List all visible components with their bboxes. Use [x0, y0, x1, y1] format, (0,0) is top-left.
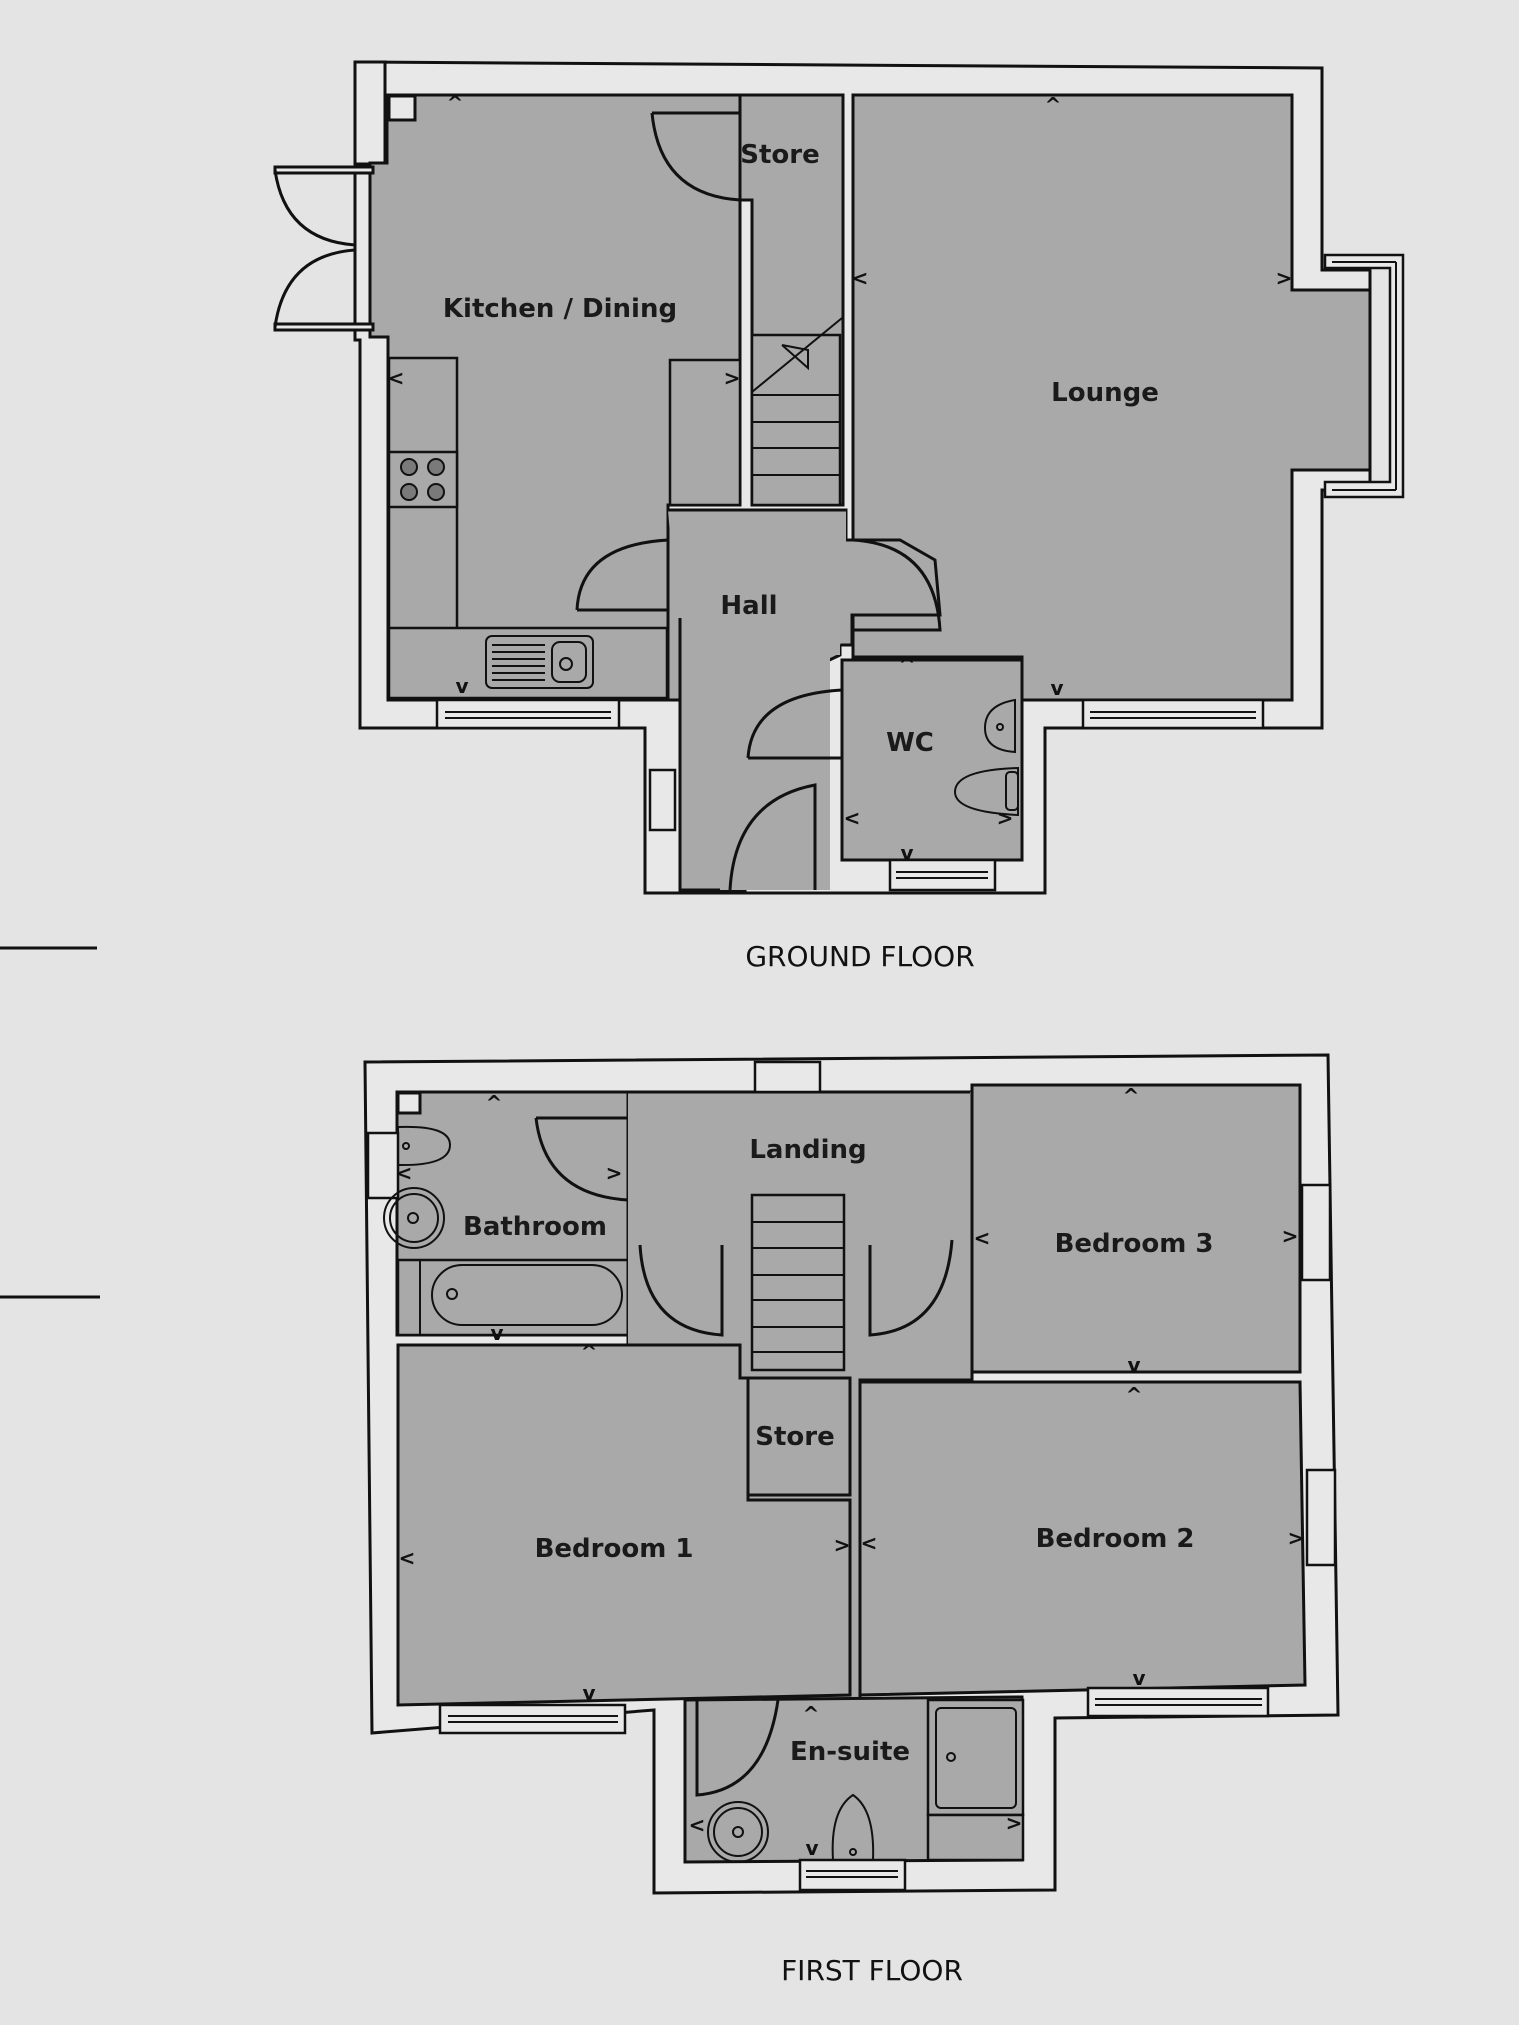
svg-text:>: > — [1006, 1811, 1023, 1835]
lounge-door-swing — [852, 538, 942, 632]
store-door-swing — [650, 111, 741, 202]
svg-text:>: > — [1276, 266, 1293, 290]
bath-toilet-icon — [397, 1125, 452, 1167]
first-floor-plan: ^ ^ ^ ^ ^ v v v v v < < < < < > > > > > … — [363, 1053, 1340, 1987]
wc-toilet-icon — [953, 766, 1019, 817]
svg-text:v: v — [455, 674, 468, 698]
svg-text:<: < — [861, 1531, 878, 1555]
worktop-bottom — [387, 626, 669, 700]
svg-text:^: ^ — [1126, 1383, 1143, 1407]
label-bedroom-1: Bedroom 1 — [535, 1534, 694, 1564]
svg-text:^: ^ — [486, 1091, 503, 1115]
ensuite-window — [798, 1858, 907, 1892]
kitchen-unit-right — [668, 358, 742, 507]
ground-stairs — [750, 317, 843, 507]
svg-text:^: ^ — [1045, 93, 1062, 117]
bedroom2-window-side — [1305, 1468, 1337, 1567]
svg-text:>: > — [997, 806, 1014, 830]
svg-text:^: ^ — [1123, 1084, 1140, 1108]
svg-text:>: > — [1288, 1526, 1305, 1550]
ensuite-toilet-icon — [831, 1793, 875, 1861]
svg-text:<: < — [974, 1226, 991, 1250]
front-door[interactable] — [728, 783, 817, 891]
shower-tray-icon — [926, 1698, 1025, 1862]
svg-text:v: v — [490, 1321, 503, 1345]
svg-text:v: v — [805, 1836, 818, 1860]
svg-text:<: < — [844, 806, 861, 830]
svg-text:v: v — [1127, 1353, 1140, 1377]
room-bedroom-3 — [970, 1083, 1302, 1374]
svg-text:<: < — [396, 1161, 413, 1185]
ensuite-basin-icon — [707, 1801, 769, 1863]
svg-text:<: < — [852, 266, 869, 290]
kitchen-window — [435, 698, 621, 730]
svg-text:v: v — [900, 841, 913, 865]
hob — [387, 450, 459, 509]
room-lounge — [851, 93, 1372, 702]
hob-burners-icon — [400, 458, 445, 501]
label-wc: WC — [886, 728, 934, 758]
label-landing: Landing — [749, 1135, 866, 1165]
room-wc — [840, 658, 1024, 862]
bedroom2-window — [1086, 1686, 1270, 1718]
bedroom3-window — [1300, 1183, 1332, 1282]
label-lounge: Lounge — [1051, 378, 1159, 408]
room-bedroom-2 — [858, 1380, 1307, 1697]
wc-door-swing — [746, 688, 843, 760]
label-en-suite: En-suite — [790, 1737, 910, 1767]
first-stairs — [750, 1193, 846, 1372]
label-store-first: Store — [755, 1422, 834, 1452]
svg-text:<: < — [388, 366, 405, 390]
bedroom1-window — [438, 1703, 627, 1735]
bed1-door-swing — [638, 1244, 724, 1337]
svg-text:>: > — [724, 366, 741, 390]
svg-text:v: v — [1050, 676, 1063, 700]
french-doors[interactable] — [273, 165, 375, 332]
wc-window — [888, 858, 997, 892]
label-kitchen-dining: Kitchen / Dining — [443, 294, 677, 324]
ensuite-door-swing — [695, 1699, 780, 1797]
room-bedroom-1 — [396, 1343, 852, 1707]
ground-floor-plan: ^ ^ ^ v v v < < < > > > Kitchen / Dining… — [273, 60, 1405, 973]
landing-window — [753, 1060, 822, 1094]
hall-side-window — [648, 768, 677, 832]
label-bedroom-2: Bedroom 2 — [1036, 1524, 1195, 1554]
sink-icon — [485, 635, 594, 689]
bathroom-door-swing — [534, 1116, 629, 1202]
bath-basin-icon — [383, 1187, 445, 1249]
marker-up: ^ — [447, 91, 464, 115]
label-bedroom-3: Bedroom 3 — [1055, 1229, 1214, 1259]
bathtub-icon — [396, 1258, 630, 1337]
svg-text:v: v — [1132, 1666, 1145, 1690]
svg-text:>: > — [606, 1161, 623, 1185]
label-bathroom: Bathroom — [463, 1212, 607, 1242]
svg-text:^: ^ — [899, 653, 916, 677]
svg-text:^: ^ — [803, 1702, 820, 1726]
first-floor-title: FIRST FLOOR — [781, 1954, 963, 1987]
svg-text:v: v — [582, 1681, 595, 1705]
kitchen-door-swing — [575, 538, 669, 612]
ground-floor-title: GROUND FLOOR — [745, 940, 974, 973]
wc-basin-icon — [983, 698, 1016, 754]
bathroom-window — [366, 1131, 400, 1200]
svg-text:<: < — [689, 1813, 706, 1837]
lounge-bay-window — [1323, 253, 1405, 499]
svg-text:^: ^ — [581, 1340, 598, 1364]
label-hall: Hall — [720, 591, 777, 621]
lounge-window — [1081, 698, 1265, 730]
svg-text:>: > — [1282, 1224, 1299, 1248]
bed2-door-swing — [868, 1239, 954, 1337]
label-store-ground: Store — [740, 140, 819, 170]
svg-text:<: < — [399, 1546, 416, 1570]
svg-text:>: > — [834, 1533, 851, 1557]
